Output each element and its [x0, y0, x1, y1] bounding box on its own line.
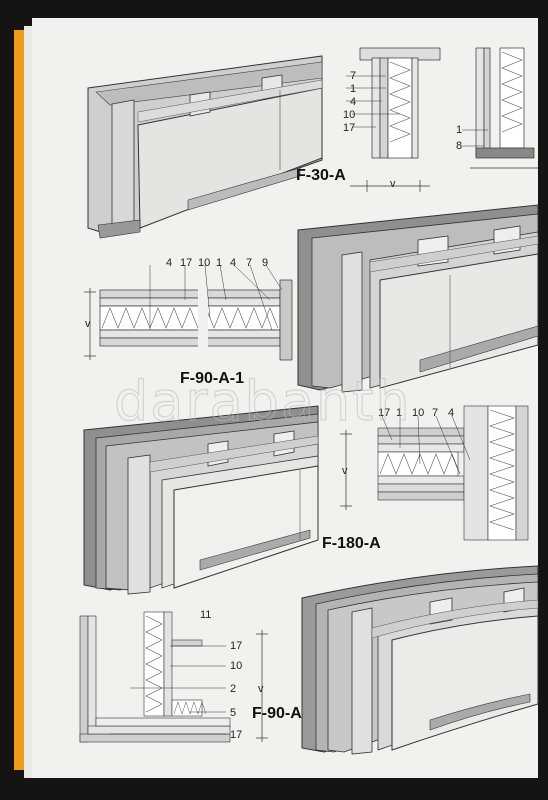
f90a2-perspective-drawing — [301, 565, 539, 755]
f90a1-title: F-90-A-1 — [180, 370, 244, 387]
f90a2-label: 17 — [230, 729, 242, 741]
f180a-label: 1 — [396, 407, 402, 419]
f90a1-label: 1 — [216, 257, 222, 269]
f180a-section-drawing — [340, 405, 529, 541]
f30a-label: 8 — [456, 140, 462, 152]
f90a1-label: 4 — [230, 257, 236, 269]
f180a-label: v — [342, 465, 348, 477]
f30a-label: 4 — [350, 96, 356, 108]
f90a1-section-drawing — [84, 264, 293, 361]
f90a2-label: 17 — [230, 640, 242, 652]
f30a-label: 1 — [350, 83, 356, 95]
f90a2-section-drawing — [79, 611, 268, 743]
f90a1-label: 4 — [166, 257, 172, 269]
f90a1-label: 7 — [246, 257, 252, 269]
f30a-label: 10 — [343, 109, 355, 121]
f90a2-label: 11 — [200, 609, 211, 621]
f90a2-label: v — [258, 683, 264, 695]
f30a-label: 1 — [456, 124, 462, 136]
f30a-perspective-drawing — [87, 55, 323, 239]
f90a2-label: 10 — [230, 660, 242, 672]
f90a2-label: 2 — [230, 683, 236, 695]
f30a-label: 17 — [343, 122, 355, 134]
f30a-section-right — [462, 47, 538, 169]
f180a-label: 10 — [412, 407, 424, 419]
f90a1-label: 9 — [262, 257, 268, 269]
f30a-section-left — [346, 47, 441, 192]
f180a-perspective-drawing — [83, 405, 319, 595]
f90a2-label: 5 — [230, 707, 236, 719]
f30a-title: F-30-A — [296, 167, 346, 184]
f90a1-perspective-drawing — [297, 204, 539, 393]
f90a1-label: 10 — [198, 257, 210, 269]
f30a-label: 7 — [350, 70, 356, 82]
f180a-label: 7 — [432, 407, 438, 419]
f180a-title: F-180-A — [322, 535, 381, 552]
f180a-label: 17 — [378, 407, 390, 419]
f90a1-label: 17 — [180, 257, 192, 269]
f30a-label: v — [390, 178, 396, 190]
f180a-label: 4 — [448, 407, 454, 419]
f90a2-title: F-90-A-2 — [252, 705, 316, 722]
f90a1-label: v — [85, 318, 91, 330]
watermark-text: darabanth — [114, 370, 412, 433]
